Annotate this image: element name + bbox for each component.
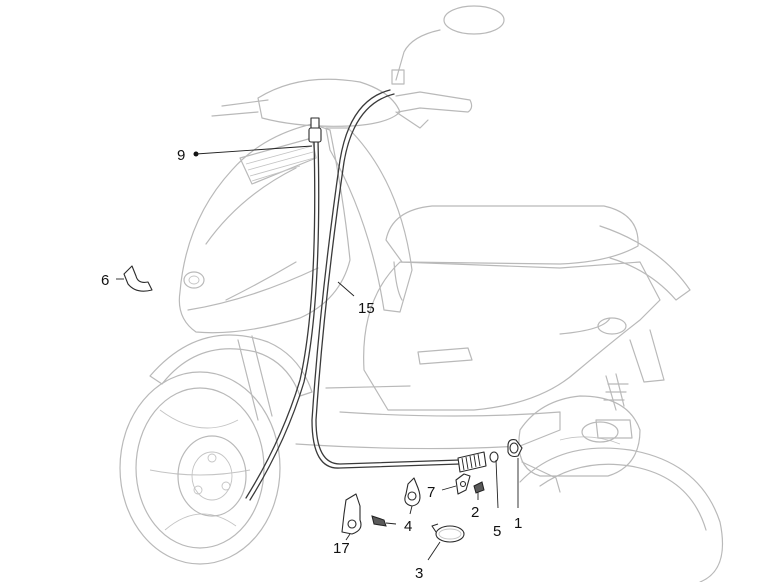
callout-7: 7 (427, 484, 435, 501)
callout-6: 6 (101, 272, 109, 289)
leader-lines (116, 145, 519, 561)
callout-2: 2 (471, 504, 479, 521)
callout-3: 3 (415, 565, 423, 582)
part-3-clamp (431, 523, 465, 543)
speedometer-cable (245, 89, 487, 501)
callout-17: 17 (333, 540, 350, 557)
part-2-screw (473, 481, 485, 494)
part-5-bushing (489, 451, 499, 463)
callout-15: 15 (358, 300, 375, 317)
part-4-clip (404, 477, 421, 507)
part-6-clip (123, 265, 153, 292)
scooter-outline (119, 5, 724, 582)
callout-5: 5 (493, 523, 501, 540)
callout-4: 4 (404, 518, 412, 535)
part-1-fitting (507, 439, 523, 458)
callout-labels: 1 2 3 4 5 6 7 9 15 17 (101, 147, 522, 582)
callout-1: 1 (514, 515, 522, 532)
part-17-bracket (341, 493, 397, 535)
part-7-bracket (455, 473, 471, 495)
callout-9: 9 (177, 147, 185, 164)
